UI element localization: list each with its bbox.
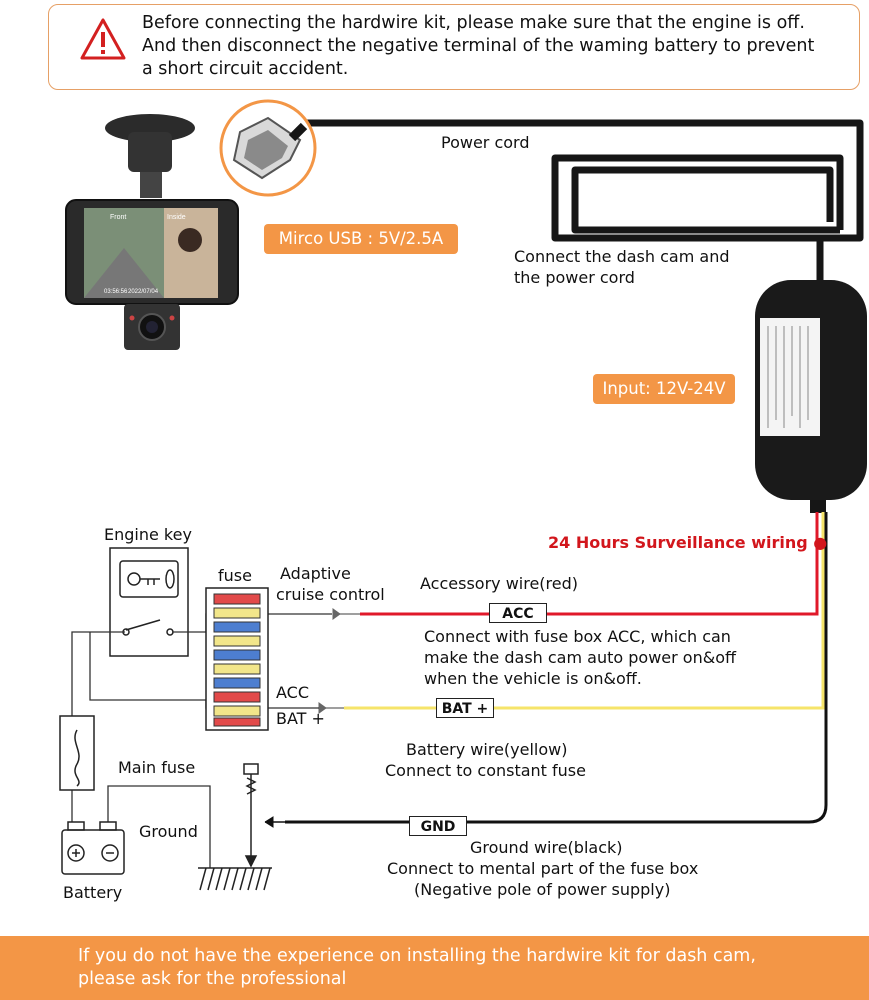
footer-text: If you do not have the experience on ins… (78, 945, 756, 991)
warning-icon (80, 18, 126, 60)
acc-description: Connect with fuse box ACC, which can mak… (424, 626, 736, 689)
gnd-tag: GND (409, 816, 467, 836)
warning-line: a short circuit accident. (142, 59, 349, 79)
dashcam-screen-date: 2022/07/04 (128, 289, 159, 295)
power-cord-cable (300, 119, 864, 290)
engine-key-label: Engine key (104, 525, 192, 544)
engine-key-icon (109, 547, 189, 657)
accessory-wire-label: Accessory wire(red) (420, 574, 579, 593)
fuse-label: fuse (218, 566, 252, 585)
adaptive-cruise-label: Adaptive cruise control (276, 563, 385, 605)
connect-dash-cam-line: the power cord (514, 268, 635, 287)
acc-description-line: when the vehicle is on&off. (424, 669, 642, 688)
bat-wire (344, 512, 825, 710)
footer-banner (0, 936, 869, 1000)
connect-dash-cam-line: Connect the dash cam and (514, 247, 730, 266)
ground-label: Ground (139, 822, 198, 841)
dashcam-screen-front: Front (110, 214, 126, 221)
dashcam-screen-inside: Inside (167, 214, 186, 221)
footer-line: If you do not have the experience on ins… (78, 946, 756, 966)
surveillance-text: 24 Hours Surveillance wiring (548, 533, 808, 552)
acc-description-line: make the dash cam auto power on&off (424, 648, 737, 667)
acc-description-line: Connect with fuse box ACC, which can (424, 627, 731, 646)
ground-wire-line: (Negative pole of power supply) (414, 880, 671, 899)
warning-box (48, 4, 860, 90)
battery-wire-line: Connect to constant fuse (385, 761, 586, 780)
ground-icon (198, 763, 272, 891)
battery-wire-label: Battery wire(yellow) Connect to constant… (385, 739, 586, 781)
acc-wire (360, 512, 819, 616)
battery-wire-line: Battery wire(yellow) (406, 740, 568, 759)
ground-wire-line: Ground wire(black) (470, 838, 623, 857)
warning-line: Before connecting the hardwire kit, plea… (142, 13, 805, 33)
connect-dash-cam-label: Connect the dash cam and the power cord (514, 246, 729, 288)
bat-tag: BAT + (436, 698, 494, 718)
adaptive-cruise-line: cruise control (276, 585, 385, 604)
warning-line: And then disconnect the negative termina… (142, 36, 815, 56)
gnd-wire (285, 512, 828, 824)
battery-icon (61, 821, 125, 875)
main-fuse-label: Main fuse (118, 758, 196, 777)
main-fuse-icon (59, 715, 95, 791)
red-dot-icon: ● (807, 533, 828, 552)
dashcam-screen-time: 03:56:56 (104, 289, 128, 295)
input-voltage-badge: Input: 12V-24V (593, 374, 735, 404)
ground-wire-label: Ground wire(black) Connect to mental par… (387, 837, 698, 900)
acc-tag: ACC (489, 603, 547, 623)
battery-label: Battery (63, 883, 123, 902)
acc-fuse-label: ACC (276, 683, 310, 702)
footer-line: please ask for the professional (78, 969, 347, 989)
ground-wire-line: Connect to mental part of the fuse box (387, 859, 699, 878)
dashcam-icon (65, 114, 239, 350)
bat-fuse-label: BAT + (276, 709, 325, 728)
power-cord-label: Power cord (441, 133, 530, 152)
power-box-icon (755, 280, 867, 513)
micro-usb-badge: Mirco USB : 5V/2.5A (264, 224, 458, 254)
warning-text: Before connecting the hardwire kit, plea… (142, 12, 842, 81)
fuse-box-icon (205, 587, 269, 731)
adaptive-cruise-line: Adaptive (280, 564, 351, 583)
usb-plug-icon (219, 99, 317, 197)
surveillance-label: 24 Hours Surveillance wiring ● (548, 533, 827, 552)
